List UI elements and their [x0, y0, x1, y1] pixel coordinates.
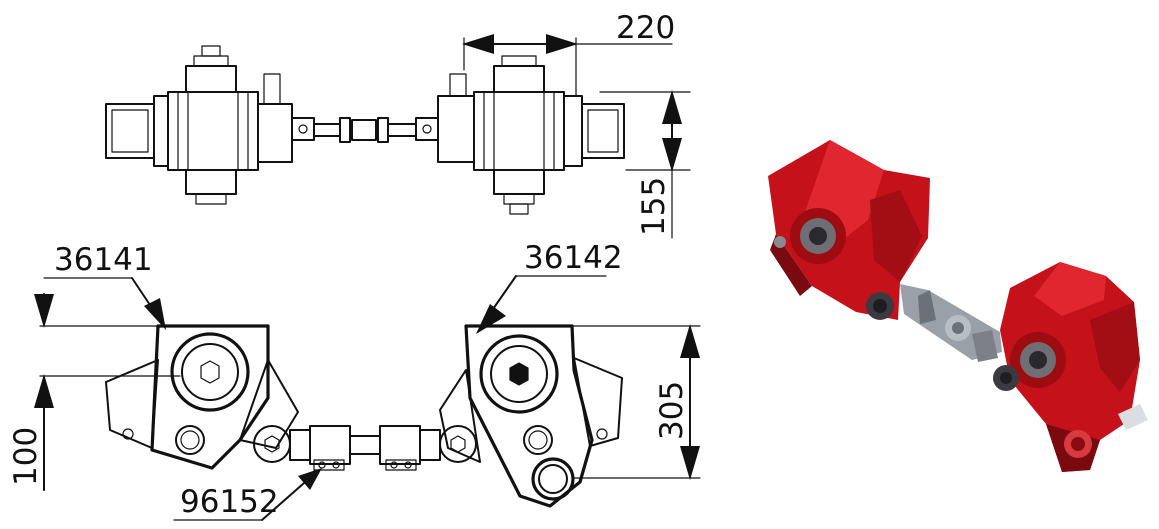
- dimension-220: 220: [462, 10, 675, 97]
- dimension-label-305: 305: [654, 381, 690, 440]
- render-3d: [768, 140, 1148, 472]
- callout-label-96152: 96152: [180, 484, 279, 520]
- callout-36141: 36141: [43, 242, 166, 330]
- callout-label-36141: 36141: [54, 242, 153, 278]
- front-view: [105, 324, 623, 508]
- top-view: [105, 45, 625, 215]
- dimension-label-100: 100: [8, 427, 44, 486]
- dimension-155: 155: [599, 90, 691, 239]
- dimension-305: 305: [571, 324, 701, 480]
- dimension-label-220: 220: [616, 10, 675, 46]
- callout-96152: 96152: [173, 468, 322, 521]
- dimension-100: 100: [8, 293, 181, 491]
- callout-36142: 36142: [476, 240, 623, 334]
- callout-label-36142: 36142: [524, 240, 623, 276]
- dimension-label-155: 155: [636, 177, 672, 236]
